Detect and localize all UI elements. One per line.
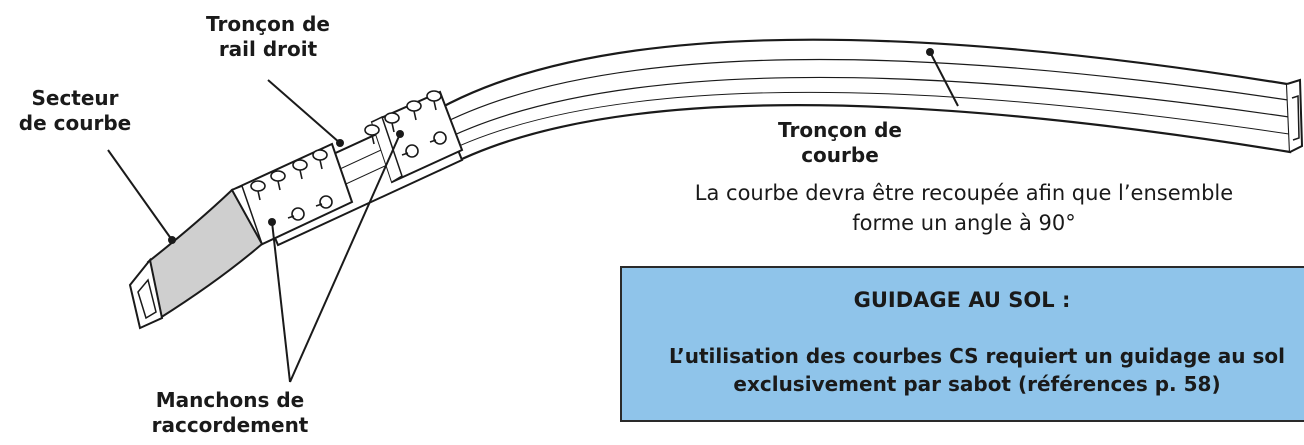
curve-sector <box>128 188 264 330</box>
curved-rail-section <box>418 38 1304 172</box>
floor-guidance-box: GUIDAGE AU SOL : L’utilisation des courb… <box>620 266 1304 422</box>
sleeve-bolts <box>250 90 447 221</box>
leader-lines <box>107 48 959 383</box>
info-box-text: L’utilisation des courbes CS requiert un… <box>669 344 1285 396</box>
info-box-title: GUIDAGE AU SOL : <box>853 288 1071 312</box>
curve-sector-label: Secteur de courbe <box>18 86 132 135</box>
sleeves-label: Manchons de raccordement <box>151 388 309 437</box>
cutting-note: La courbe devra être recoupée afin que l… <box>694 181 1234 235</box>
curve-section-label: Tronçon de courbe <box>778 118 902 167</box>
straight-rail-label: Tronçon de rail droit <box>206 12 330 61</box>
